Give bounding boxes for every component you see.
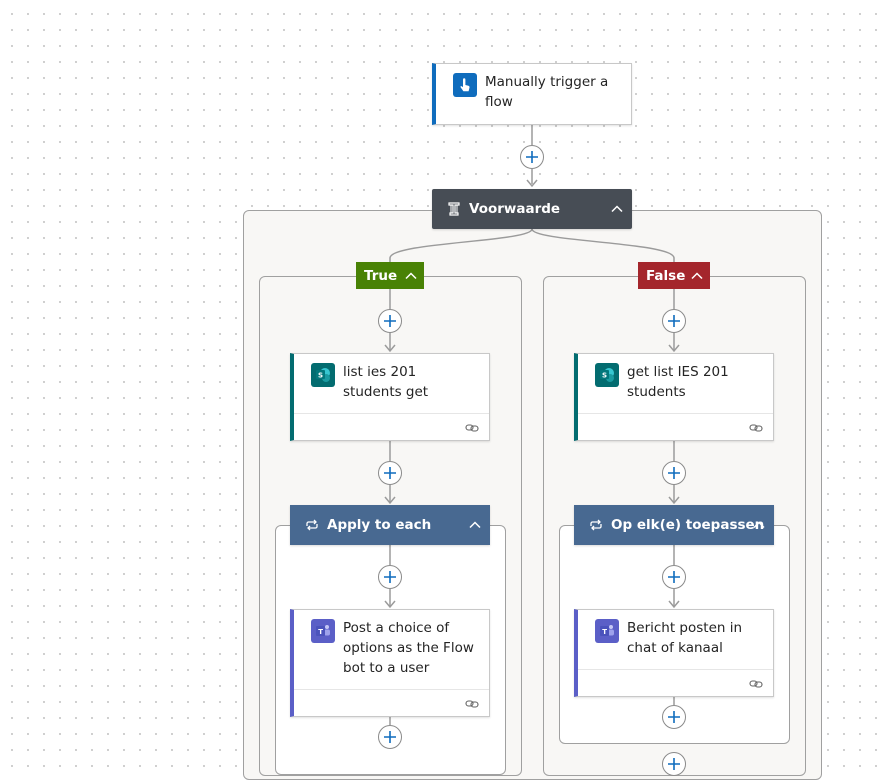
- condition-icon: [448, 202, 460, 216]
- apply-to-each-header[interactable]: Apply to each: [290, 505, 490, 545]
- link-icon[interactable]: [749, 677, 763, 691]
- trigger-title: Manually trigger a flow: [485, 74, 609, 110]
- true-branch-header[interactable]: True: [356, 262, 424, 289]
- trigger-card[interactable]: Manually trigger a flow: [432, 63, 632, 125]
- teams-action-title: Bericht posten in chat of kanaal: [627, 620, 743, 656]
- sharepoint-icon: S: [311, 363, 335, 387]
- plus-icon: [384, 467, 396, 479]
- link-icon[interactable]: [465, 697, 479, 711]
- chevron-up-icon[interactable]: [690, 269, 704, 283]
- teams-action-card[interactable]: T Bericht posten in chat of kanaal: [574, 609, 774, 697]
- plus-icon: [384, 315, 396, 327]
- apply-to-each-header[interactable]: Op elk(e) toepassen: [574, 505, 774, 545]
- add-step-button[interactable]: [520, 145, 544, 169]
- svg-text:T: T: [318, 628, 323, 636]
- apply-to-each-label: Op elk(e) toepassen: [611, 517, 765, 533]
- svg-text:S: S: [602, 372, 607, 380]
- chevron-up-icon[interactable]: [468, 518, 482, 532]
- teams-action-title: Post a choice of options as the Flow bot…: [343, 620, 474, 676]
- chevron-up-icon[interactable]: [404, 269, 418, 283]
- plus-icon: [384, 731, 396, 743]
- add-step-button[interactable]: [378, 565, 402, 589]
- loop-icon: [306, 519, 318, 531]
- condition-label: Voorwaarde: [469, 201, 561, 217]
- add-step-button[interactable]: [662, 461, 686, 485]
- sharepoint-icon: S: [595, 363, 619, 387]
- svg-text:S: S: [318, 372, 323, 380]
- false-branch-label: False: [646, 267, 686, 284]
- apply-to-each-label: Apply to each: [327, 517, 432, 533]
- plus-icon: [668, 315, 680, 327]
- plus-icon: [384, 571, 396, 583]
- link-icon[interactable]: [465, 421, 479, 435]
- teams-icon: T: [595, 619, 619, 643]
- add-step-button[interactable]: [662, 705, 686, 729]
- sharepoint-action-title: list ies 201 students get: [343, 364, 429, 400]
- link-icon[interactable]: [749, 421, 763, 435]
- teams-icon: T: [311, 619, 335, 643]
- sharepoint-action-card[interactable]: S list ies 201 students get: [290, 353, 490, 441]
- chevron-up-icon[interactable]: [610, 202, 624, 216]
- connector-lines: [384, 125, 680, 725]
- touch-icon: [453, 73, 477, 97]
- plus-icon: [668, 711, 680, 723]
- false-branch-header[interactable]: False: [638, 262, 710, 289]
- svg-text:T: T: [602, 628, 607, 636]
- true-branch-label: True: [364, 267, 398, 284]
- plus-icon: [668, 758, 680, 770]
- add-step-button[interactable]: [378, 309, 402, 333]
- add-step-button[interactable]: [662, 309, 686, 333]
- condition-header[interactable]: Voorwaarde: [432, 189, 632, 229]
- add-step-button[interactable]: [378, 461, 402, 485]
- teams-action-card[interactable]: T Post a choice of options as the Flow b…: [290, 609, 490, 717]
- add-step-button[interactable]: [378, 725, 402, 749]
- plus-icon: [668, 467, 680, 479]
- chevron-up-icon[interactable]: [752, 518, 766, 532]
- loop-icon: [590, 519, 602, 531]
- add-step-button[interactable]: [662, 565, 686, 589]
- sharepoint-action-title: get list IES 201 students: [627, 364, 729, 400]
- add-step-button[interactable]: [662, 752, 686, 776]
- plus-icon: [526, 151, 538, 163]
- sharepoint-action-card[interactable]: S get list IES 201 students: [574, 353, 774, 441]
- plus-icon: [668, 571, 680, 583]
